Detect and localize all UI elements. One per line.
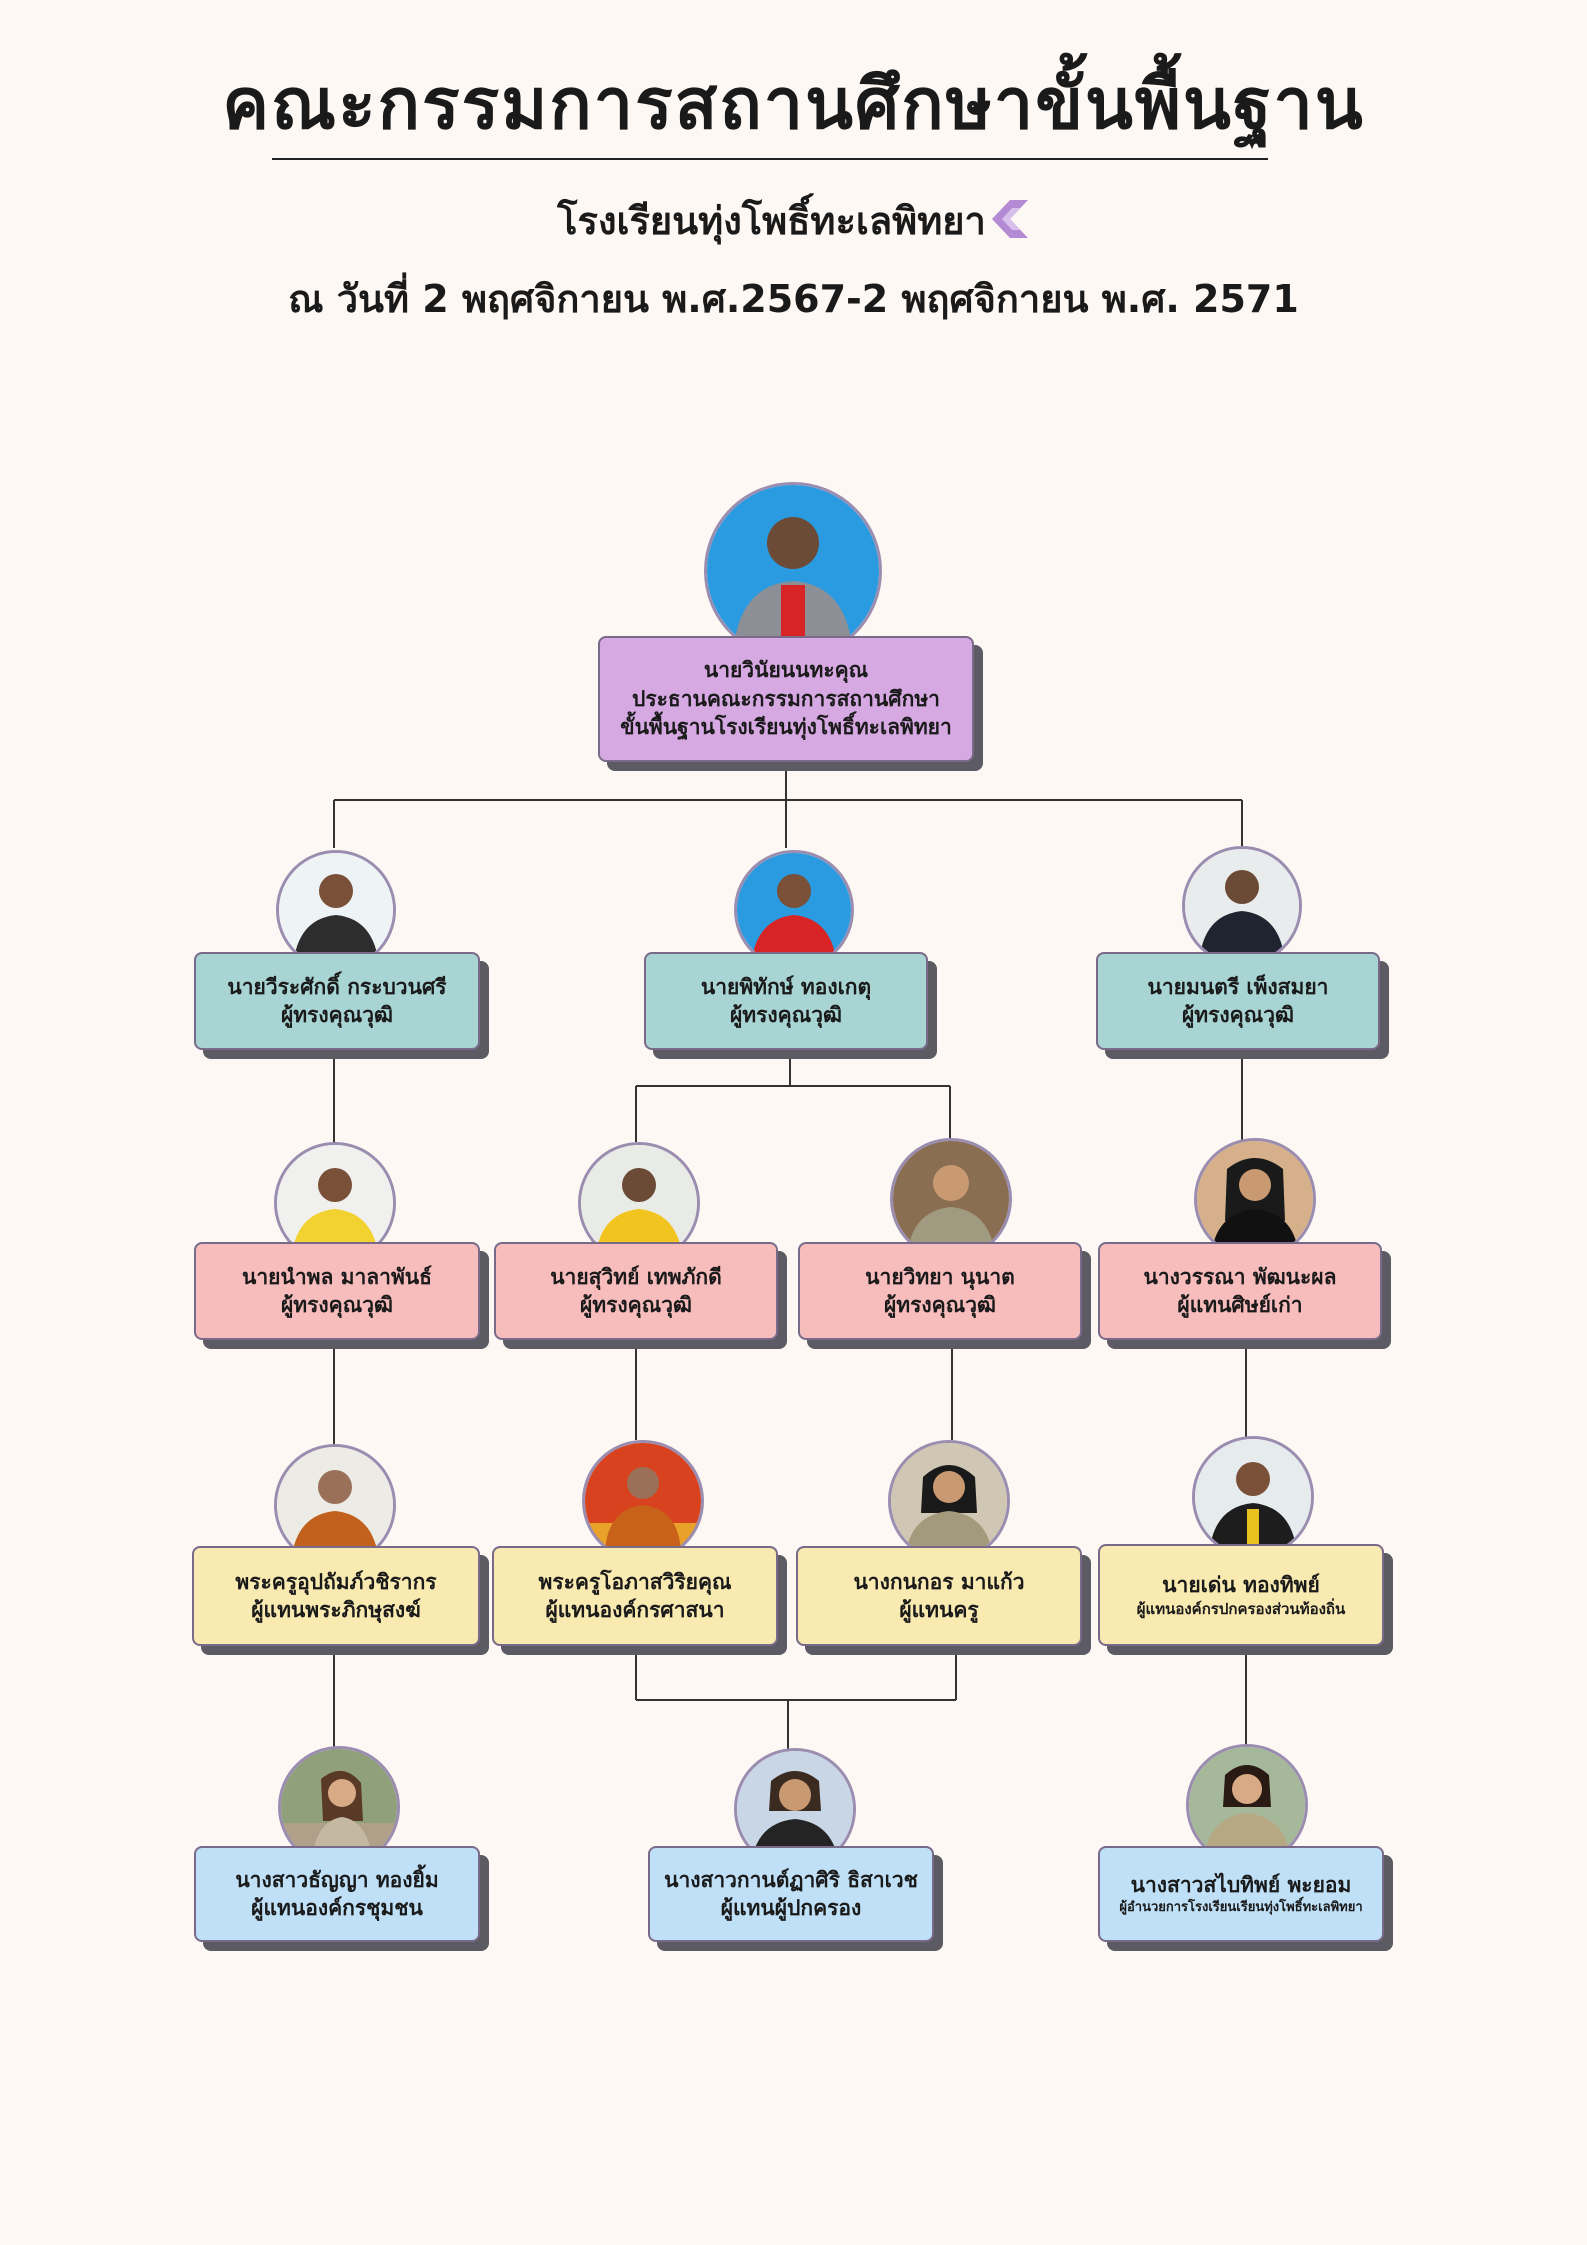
member-role: ผู้แทนครู [899,1598,979,1622]
member-photo-y1 [274,1444,396,1566]
member-role: ผู้ทรงคุณวุฒิ [1182,1003,1294,1027]
member-name: นางสาวสไบทิพย์ พะยอม [1130,1873,1352,1898]
member-photo-y2 [582,1440,704,1562]
member-name: นายนำพล มาลาพันธ์ [242,1264,432,1289]
term-date: ณ วันที่ 2 พฤศจิกายน พ.ศ.2567-2 พฤศจิกาย… [288,277,1299,321]
member-card-b3: นางสาวสไบทิพย์ พะยอม ผู้อำนวยการโรงเรียน… [1098,1846,1384,1942]
member-name: นายวินัยนนทะคุณ [703,658,869,683]
member-role: ผู้ทรงคุณวุฒิ [580,1293,692,1317]
chevron-logo-icon [990,198,1030,249]
member-card-p1: นายนำพล มาลาพันธ์ ผู้ทรงคุณวุฒิ [194,1242,480,1340]
member-role: ประธานคณะกรรมการสถานศึกษา [632,686,940,711]
member-role: ผู้แทนองค์กรปกครองส่วนท้องถิ่น [1136,1600,1346,1619]
member-name: นายวีระศักดิ์ กระบวนศรี [227,974,447,999]
member-name: นายพิทักษ์ ทองเกตุ [700,974,872,999]
person-photo-icon [1185,849,1299,963]
member-role: ผู้แทนองค์กรศาสนา [545,1598,725,1622]
member-photo-b1 [278,1746,400,1868]
person-photo-icon [737,853,851,967]
member-name: นายวิทยา นุนาต [865,1264,1015,1289]
member-card-y4: นายเด่น ทองทิพย์ ผู้แทนองค์กรปกครองส่วนท… [1098,1544,1384,1646]
member-card-y1: พระครูอุปถัมภ์วชิรากร ผู้แทนพระภิกษุสงฆ์ [192,1546,480,1646]
member-name: นายมนตรี เพ็งสมยา [1147,974,1329,999]
member-name: นางกนกอร มาแก้ว [853,1569,1025,1594]
member-card-p2: นายสุวิทย์ เทพภักดี ผู้ทรงคุณวุฒิ [494,1242,778,1340]
member-photo-q3 [1182,846,1302,966]
member-photo-y4 [1192,1436,1314,1558]
chair-card: นายวินัยนนทะคุณ ประธานคณะกรรมการสถานศึกษ… [598,636,974,762]
member-role: ผู้แทนองค์กรชุมชน [251,1896,423,1920]
member-card-y3: นางกนกอร มาแก้ว ผู้แทนครู [796,1546,1082,1646]
member-role: ผู้ทรงคุณวุฒิ [281,1293,393,1317]
member-card-y2: พระครูโอภาสวิริยคุณ ผู้แทนองค์กรศาสนา [492,1546,778,1646]
page-title: คณะกรรมการสถานศึกษาขั้นพื้นฐาน [222,63,1365,145]
member-card-p4: นางวรรณา พัฒนะผล ผู้แทนศิษย์เก่า [1098,1242,1382,1340]
member-card-p3: นายวิทยา นุนาต ผู้ทรงคุณวุฒิ [798,1242,1082,1340]
person-photo-icon [893,1141,1009,1257]
member-name: พระครูอุปถัมภ์วชิรากร [235,1569,437,1594]
title-underline [272,158,1268,160]
person-photo-icon [585,1443,701,1559]
chair-photo [704,482,882,660]
member-name: นายเด่น ทองทิพย์ [1162,1572,1320,1597]
member-name: นางสาวธัญญา ทองยิ้ม [235,1867,439,1892]
member-role: ผู้แทนศิษย์เก่า [1177,1293,1303,1317]
person-photo-icon [1195,1439,1311,1555]
member-role: ผู้อำนวยการโรงเรียนเรียนทุ่งโพธิ์ทะเลพิท… [1119,1900,1363,1916]
member-photo-y3 [888,1440,1010,1562]
member-photo-p4 [1194,1138,1316,1260]
member-role: ผู้แทนพระภิกษุสงฆ์ [251,1598,421,1622]
member-card-b2: นางสาวกานต์ฏาศิริ ธิสาเวช ผู้แทนผู้ปกครอ… [648,1846,934,1942]
person-photo-icon [707,485,879,657]
person-photo-icon [281,1749,397,1865]
member-name: นายสุวิทย์ เทพภักดี [550,1264,722,1289]
person-photo-icon [1197,1141,1313,1257]
member-card-q1: นายวีระศักดิ์ กระบวนศรี ผู้ทรงคุณวุฒิ [194,952,480,1050]
member-name: นางสาวกานต์ฏาศิริ ธิสาเวช [664,1867,918,1892]
school-name-text: โรงเรียนทุ่งโพธิ์ทะเลพิทยา [557,199,986,243]
member-card-q3: นายมนตรี เพ็งสมยา ผู้ทรงคุณวุฒิ [1096,952,1380,1050]
member-name: นางวรรณา พัฒนะผล [1143,1264,1337,1289]
school-name: โรงเรียนทุ่งโพธิ์ทะเลพิทยา [0,190,1587,251]
member-role: ผู้แทนผู้ปกครอง [720,1896,862,1920]
member-name: พระครูโอภาสวิริยคุณ [538,1569,732,1594]
member-card-b1: นางสาวธัญญา ทองยิ้ม ผู้แทนองค์กรชุมชน [194,1846,480,1942]
person-photo-icon [277,1447,393,1563]
member-role: ผู้ทรงคุณวุฒิ [281,1003,393,1027]
member-role: ผู้ทรงคุณวุฒิ [730,1003,842,1027]
member-role: ผู้ทรงคุณวุฒิ [884,1293,996,1317]
person-photo-icon [279,853,393,967]
member-role: ขั้นพื้นฐานโรงเรียนทุ่งโพธิ์ทะเลพิทยา [620,715,952,740]
member-card-q2: นายพิทักษ์ ทองเกตุ ผู้ทรงคุณวุฒิ [644,952,928,1050]
person-photo-icon [891,1443,1007,1559]
